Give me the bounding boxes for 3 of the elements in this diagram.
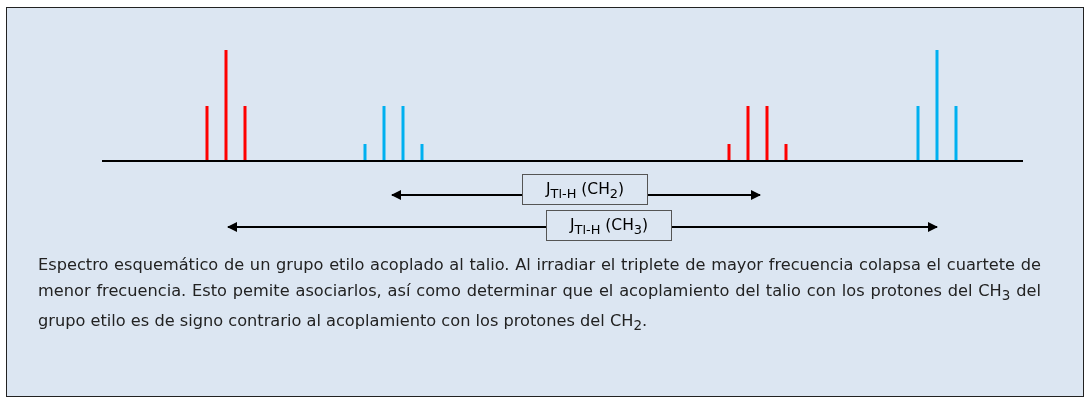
coupling-label: J$_{Tl-H}$ (CH$_{3}$)	[546, 210, 672, 241]
coupling-label: J$_{Tl-H}$ (CH$_{2}$)	[522, 174, 648, 205]
caption-text: Espectro esquemático de un grupo etilo acoplado al talio. Al irradiar el triplete de mayor frecuencia colapsa el cuartete de menor frecuencia. Esto pemite asociarlos, así como determinar que el acoplamiento del talio con los protones del CH$_{3}$ del grupo etilo es de signo contrario al acoplamiento con los protones del CH$_{2}$.	[38, 254, 1041, 336]
